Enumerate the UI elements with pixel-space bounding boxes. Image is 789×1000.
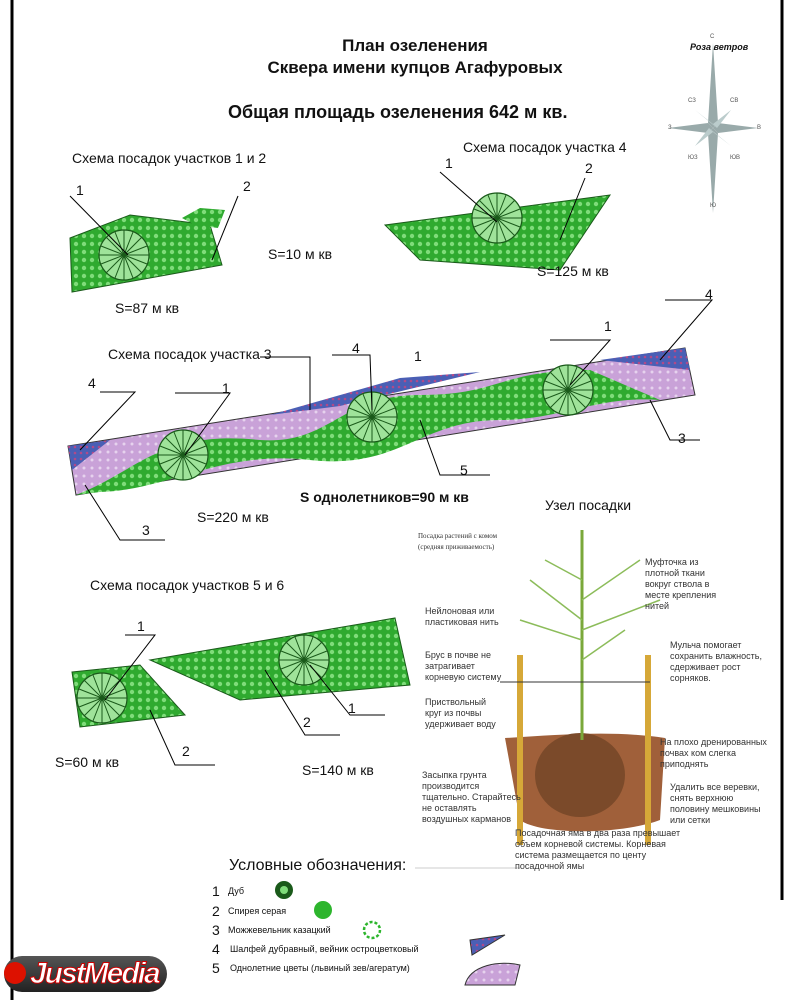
label: 1 — [76, 182, 84, 198]
label: 3 — [678, 430, 686, 446]
label: 1 — [445, 155, 453, 171]
total-area: Общая площадь озеленения 642 м кв. — [228, 102, 568, 122]
legend-icons — [275, 881, 521, 986]
legend-title: Условные обозначения: — [229, 857, 407, 874]
label: 1 — [222, 380, 230, 396]
planting-note: Нейлоновая или пластиковая нить — [425, 606, 499, 627]
label: 4 — [352, 340, 360, 356]
legend-label: Дуб — [228, 886, 245, 896]
label: 1 — [414, 348, 422, 364]
justmedia-logo: JustMedia — [4, 956, 167, 992]
planting-note: Посадочная яма в два раза превышает объе… — [515, 828, 681, 871]
legend-label: Однолетние цветы (львиный зев/агератум) — [230, 963, 410, 973]
wind-dir-n: С — [710, 34, 715, 40]
plot-3-shape — [67, 299, 714, 541]
title-line-2: Сквера имени купцов Агафуровых — [267, 58, 563, 77]
label: 2 — [585, 160, 593, 176]
planting-note: Мульча помогает сохранить влажность, сде… — [670, 640, 762, 683]
legend-number: 1 — [212, 883, 220, 899]
wind-dir-s: Ю — [710, 203, 717, 209]
wind-rose-title: Роза ветров — [690, 42, 749, 52]
annuals-area: S однолетников=90 м кв — [300, 489, 469, 505]
wind-dir-e: В — [757, 125, 762, 131]
plot-1-2-shape — [69, 195, 239, 293]
plot-3-area: S=220 м кв — [197, 509, 269, 525]
label: 1 — [348, 700, 356, 716]
plot-6-area: S=140 м кв — [302, 762, 374, 778]
title-line-1: План озеленения — [342, 36, 488, 55]
legend-number: 2 — [212, 903, 220, 919]
legend-number: 4 — [212, 941, 220, 957]
planting-note: Приствольный круг из почвы удерживает во… — [425, 697, 496, 729]
legend-number: 3 — [212, 922, 220, 938]
label: 4 — [88, 375, 96, 391]
wind-rose-icon — [668, 43, 758, 213]
plot-5-6-shape — [71, 617, 411, 766]
planting-caption: Посадка растений с комом (средняя прижив… — [418, 532, 498, 551]
legend-label: Шалфей дубравный, вейник остроцветковый — [230, 944, 419, 954]
plot-5-area: S=60 м кв — [55, 754, 120, 770]
planting-note: Муфточка из плотной ткани вокруг ствола … — [645, 557, 717, 611]
legend-number: 5 — [212, 960, 220, 976]
label: 5 — [460, 462, 468, 478]
plot-4-area: S=125 м кв — [537, 263, 609, 279]
plot-5-6-title: Схема посадок участков 5 и 6 — [90, 577, 285, 593]
legend-label: Можжевельник казацкий — [228, 925, 331, 935]
plot-4-title: Схема посадок участка 4 — [463, 139, 627, 155]
plot-1-2-title: Схема посадок участков 1 и 2 — [72, 150, 267, 166]
planting-illustration — [500, 530, 665, 845]
label: 4 — [705, 286, 713, 302]
label: 2 — [243, 178, 251, 194]
planting-note: Засыпка грунта производится тщательно. С… — [422, 770, 521, 824]
logo-dot-icon — [4, 962, 26, 984]
label: 3 — [142, 522, 150, 538]
label: 2 — [182, 743, 190, 759]
planting-note: Удалить все веревки, снять верхнюю полов… — [670, 782, 761, 825]
wind-dir-ne: СВ — [730, 98, 739, 104]
plot-4-shape — [383, 171, 612, 271]
wind-dir-w: З — [668, 125, 672, 131]
plot-3-title: Схема посадок участка 3 — [108, 346, 272, 362]
legend-label: Спирея серая — [228, 906, 287, 916]
plot-2-area: S=10 м кв — [268, 246, 333, 262]
label: 2 — [303, 714, 311, 730]
planting-title: Узел посадки — [545, 497, 632, 513]
label: 1 — [604, 318, 612, 334]
wind-dir-se: ЮВ — [730, 155, 741, 161]
wind-dir-sw: ЮЗ — [688, 155, 698, 161]
planting-note: Брус в почве не затрагивает корневую сис… — [425, 650, 502, 682]
plot-1-area: S=87 м кв — [115, 300, 180, 316]
planting-note: На плохо дренированных почвах ком слегка… — [660, 737, 767, 769]
wind-dir-nw: СЗ — [688, 98, 696, 104]
label: 1 — [137, 618, 145, 634]
